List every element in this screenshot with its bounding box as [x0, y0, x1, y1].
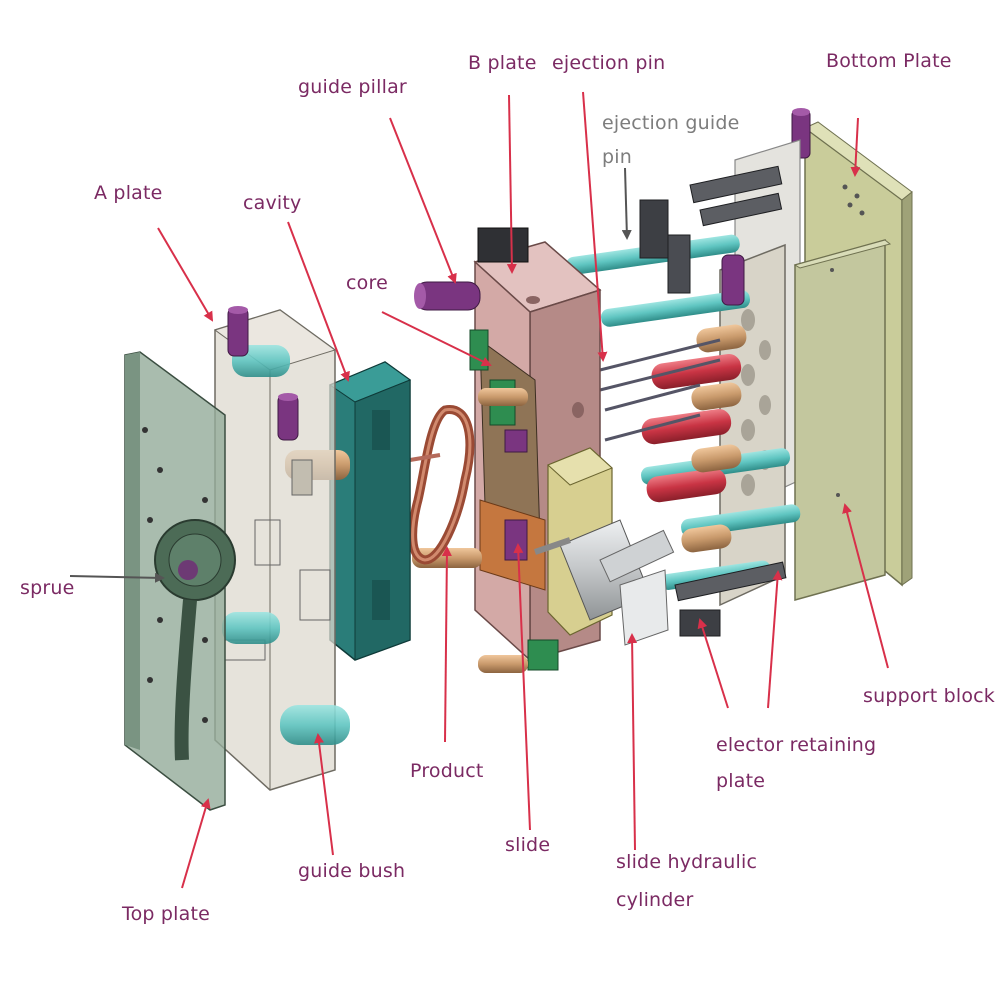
arrow-cylinder — [627, 633, 638, 851]
arrow-cavity — [287, 221, 350, 382]
a-plate-part — [213, 309, 337, 791]
label-ejector-retaining-plate-line2: plate — [716, 770, 766, 792]
arrow-ejection-guide-pin — [621, 167, 632, 240]
label-slide: slide — [505, 834, 551, 856]
arrow-sprue — [69, 572, 165, 583]
label-product: Product — [410, 760, 484, 782]
support-block-part — [793, 239, 892, 601]
label-ejection-pin: ejection pin — [552, 52, 666, 74]
label-cavity: cavity — [243, 192, 302, 214]
top-plate-part — [124, 351, 236, 811]
product-part — [408, 405, 475, 565]
cavity-part — [328, 361, 412, 661]
label-top-plate: Top plate — [122, 903, 211, 925]
arrow-product — [441, 546, 452, 743]
arrow-ejector-plate-2 — [767, 570, 783, 709]
slide-hydraulic-cylinder-part — [534, 519, 675, 646]
label-bottom-plate: Bottom Plate — [826, 50, 952, 72]
arrow-ejector-plate-1 — [697, 618, 729, 709]
arrow-guide-bush — [314, 733, 334, 856]
ejector-bottom-bar — [674, 561, 787, 637]
label-slide-hydraulic-cylinder-line1: slide hydraulic — [616, 851, 758, 873]
label-ejector-retaining-plate-line1: elector retaining — [716, 734, 877, 756]
label-sprue: sprue — [20, 577, 75, 599]
label-ejection-guide-pin-line1: ejection guide — [602, 112, 740, 134]
arrow-b-plate — [506, 94, 517, 274]
label-support-block: support block — [863, 685, 996, 707]
ejector-top-blocks — [639, 165, 783, 294]
label-core: core — [346, 272, 388, 294]
leader-arrows — [157, 91, 889, 889]
arrow-ejection-pin — [582, 91, 608, 362]
label-ejection-guide-pin-line2: pin — [602, 146, 632, 168]
label-slide-hydraulic-cylinder-line2: cylinder — [616, 889, 694, 911]
label-guide-bush: guide bush — [298, 860, 406, 882]
label-a-plate: A plate — [94, 182, 163, 204]
ejector-bolt — [721, 254, 745, 306]
arrow-slide — [513, 543, 531, 831]
a-plate-guide-bushes — [222, 306, 350, 745]
arrow-top-plate — [181, 798, 211, 889]
grey-leaders — [69, 167, 632, 583]
arrow-guide-pillar — [389, 117, 457, 284]
label-guide-pillar: guide pillar — [298, 76, 407, 98]
guide-pillar-part — [414, 281, 481, 311]
arrow-a-plate — [157, 227, 214, 322]
arrow-bottom-plate — [850, 117, 861, 177]
arrow-support-block — [842, 503, 889, 669]
label-b-plate: B plate — [468, 52, 537, 74]
arrow-core — [381, 311, 492, 366]
